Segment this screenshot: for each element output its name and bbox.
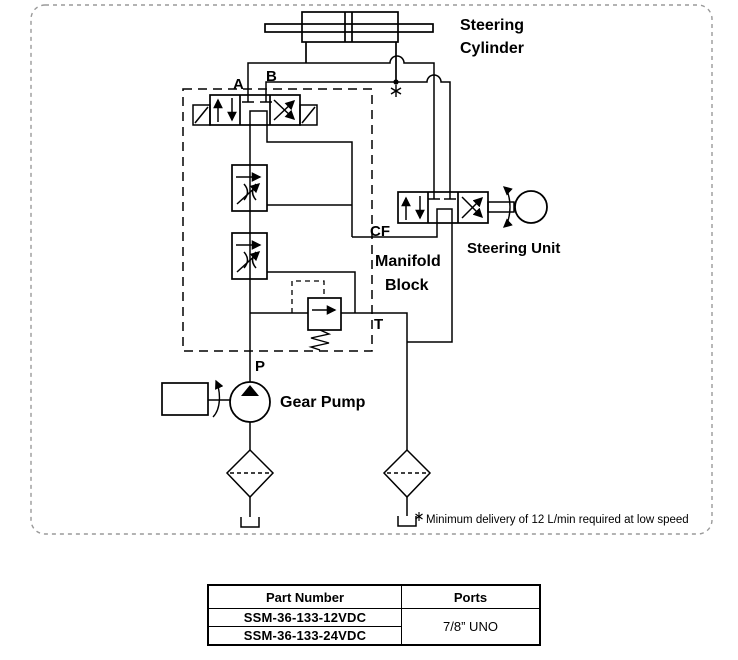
manifold-label-line2: Block — [385, 277, 429, 294]
parts-table: Part Number Ports SSM-36-133-12VDC 7/8” … — [207, 584, 541, 646]
tank-symbol — [240, 517, 260, 528]
directional-valve-symbol — [192, 94, 318, 126]
steering-cylinder-label-line2: Cylinder — [460, 40, 524, 57]
port-b-label: B — [266, 68, 277, 85]
steering-cylinder-label-line1: Steering — [460, 17, 524, 34]
note-marker-icon — [390, 85, 402, 97]
rotation-arrow-icon — [502, 186, 513, 228]
spring — [308, 329, 332, 351]
steering-unit-label: Steering Unit — [467, 240, 560, 257]
ab-piping — [247, 55, 451, 192]
table-row-part-number: SSM-36-133-24VDC — [209, 627, 402, 644]
outer-dashed-border — [30, 4, 713, 535]
flow-control-valve-symbol — [231, 232, 268, 280]
rotation-arrow-icon — [212, 379, 224, 418]
flow-control-valve-symbol — [231, 164, 268, 212]
table-header-part-number: Part Number — [209, 586, 402, 609]
relief-valve-symbol — [291, 280, 342, 351]
solenoid-icon — [299, 104, 318, 126]
port-t-label: T — [374, 316, 383, 333]
steering-wheel-icon — [514, 190, 548, 224]
footnote-text: Minimum delivery of 12 L/min required at… — [426, 514, 689, 526]
filter-symbol — [225, 448, 275, 528]
line-b — [265, 74, 451, 192]
table-cell-ports-value: 7/8” UNO — [443, 619, 498, 634]
manifold-block-outline — [182, 88, 373, 352]
steering-shaft — [487, 201, 515, 213]
pump-flow-triangle — [241, 385, 259, 396]
port-cf-label: CF — [370, 223, 390, 240]
solenoid-icon — [192, 104, 211, 126]
pilot-line — [291, 280, 325, 313]
steering-cylinder-symbol — [264, 11, 434, 82]
note-marker-icon — [415, 512, 423, 521]
gear-pump-symbol — [229, 381, 271, 450]
steering-unit-valve-symbol — [397, 186, 548, 228]
line-a — [247, 55, 435, 192]
filter-symbol — [382, 448, 432, 527]
tank-symbol — [397, 516, 417, 527]
gear-pump-label: Gear Pump — [280, 394, 366, 411]
fc2-branch — [267, 271, 356, 313]
table-header-ports: Ports — [402, 586, 539, 609]
junction-dot — [393, 79, 399, 85]
valve-return-line — [266, 125, 353, 237]
steering-return-line — [407, 223, 453, 343]
table-row-part-number: SSM-36-133-12VDC — [209, 609, 402, 627]
port-p-label: P — [255, 358, 265, 375]
motor-symbol — [161, 379, 230, 418]
cf-line — [352, 223, 438, 238]
port-a-label: A — [233, 76, 244, 93]
t-line — [341, 312, 408, 450]
manifold-label-line1: Manifold — [375, 253, 441, 270]
piston-rod — [264, 23, 434, 33]
